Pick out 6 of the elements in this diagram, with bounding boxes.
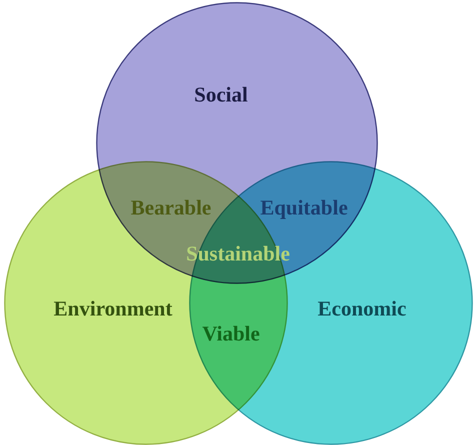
set-label: Economic	[318, 297, 406, 321]
overlap-label: Equitable	[260, 196, 348, 220]
set-label: Social	[194, 83, 248, 107]
overlap-label: Viable	[202, 322, 260, 346]
set-label: Environment	[54, 297, 172, 321]
overlap-label: Bearable	[130, 196, 212, 220]
